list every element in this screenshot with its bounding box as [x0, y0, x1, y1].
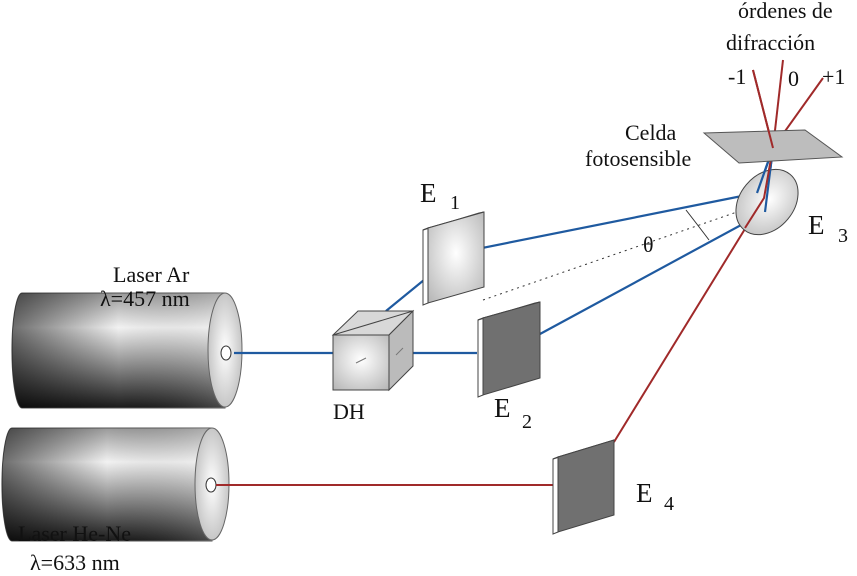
laser-ar	[11, 292, 243, 409]
beam-splitter-label: DH	[333, 399, 365, 424]
order-plus1-label: +1	[822, 64, 845, 89]
mirror-e1-label: E	[420, 178, 437, 208]
mirror-e4	[552, 439, 615, 535]
bisector-line	[482, 203, 761, 301]
cell-label-line2: fotosensible	[585, 146, 691, 171]
mirror-e1-subscript: 1	[450, 192, 460, 214]
red-beam-at-e3	[744, 147, 774, 229]
beam-splitter-cube	[331, 309, 415, 392]
angle-arc	[685, 209, 710, 241]
mirror-e2	[477, 301, 541, 398]
laser-hene	[1, 427, 230, 542]
mirror-e4-subscript: 4	[664, 493, 674, 515]
mirror-e4-label: E	[636, 478, 653, 508]
mirror-e3-label: E	[808, 210, 825, 240]
laser-hene-wavelength: λ=633 nm	[30, 550, 120, 575]
order-0-label: 0	[788, 66, 799, 91]
mirror-e1	[422, 211, 485, 306]
laser-ar-wavelength: λ=457 nm	[100, 286, 190, 311]
orders-label-line2: difracción	[726, 30, 815, 55]
mirror-e2-subscript: 2	[522, 411, 532, 433]
order-minus1-beam	[752, 69, 774, 149]
mirror-e2-label: E	[494, 393, 511, 423]
orders-label-line1: órdenes de	[738, 0, 833, 23]
order-minus1-label: -1	[728, 64, 746, 89]
laser-ar-label: Laser Ar	[113, 262, 190, 287]
cell-label-line1: Celda	[625, 120, 677, 145]
mirror-e3-subscript: 3	[838, 225, 848, 247]
laser-hene-label: Laser He-Ne	[18, 521, 131, 546]
angle-theta-label: θ	[643, 232, 654, 257]
